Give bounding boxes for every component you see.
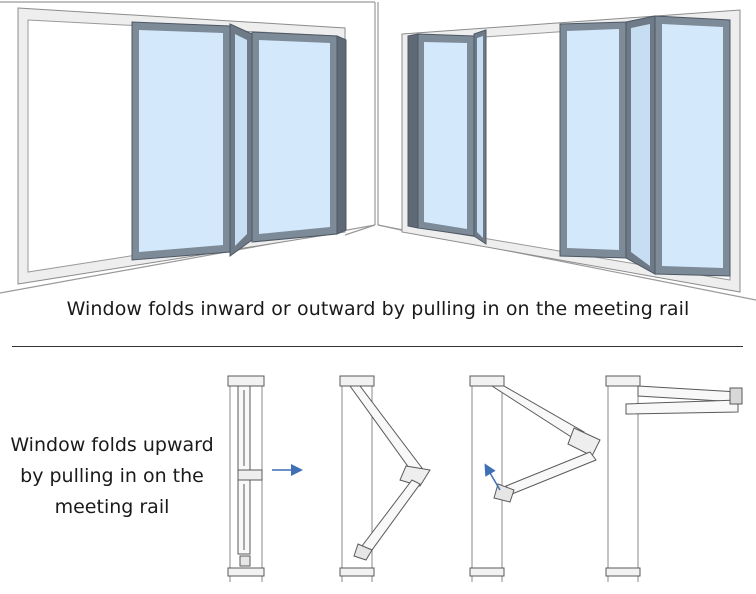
bottom-caption-line-3: meeting rail [54, 496, 170, 518]
lift-arrow [484, 463, 501, 491]
fold-step-3 [469, 375, 601, 582]
left-folding-panels [131, 21, 347, 261]
fold-step-1 [227, 375, 265, 582]
right-folding-panels [407, 15, 731, 277]
folding-window-illustrations [0, 1, 756, 301]
bottom-caption: Window folds upward by pulling in on the… [0, 430, 224, 523]
bottom-caption-line-1: Window folds upward [10, 434, 214, 456]
bottom-caption-line-2: by pulling in on the [20, 465, 204, 487]
top-caption: Window folds inward or outward by pullin… [66, 298, 690, 320]
fold-step-4 [605, 375, 743, 582]
fold-step-2 [339, 375, 431, 582]
section-divider [12, 346, 743, 347]
